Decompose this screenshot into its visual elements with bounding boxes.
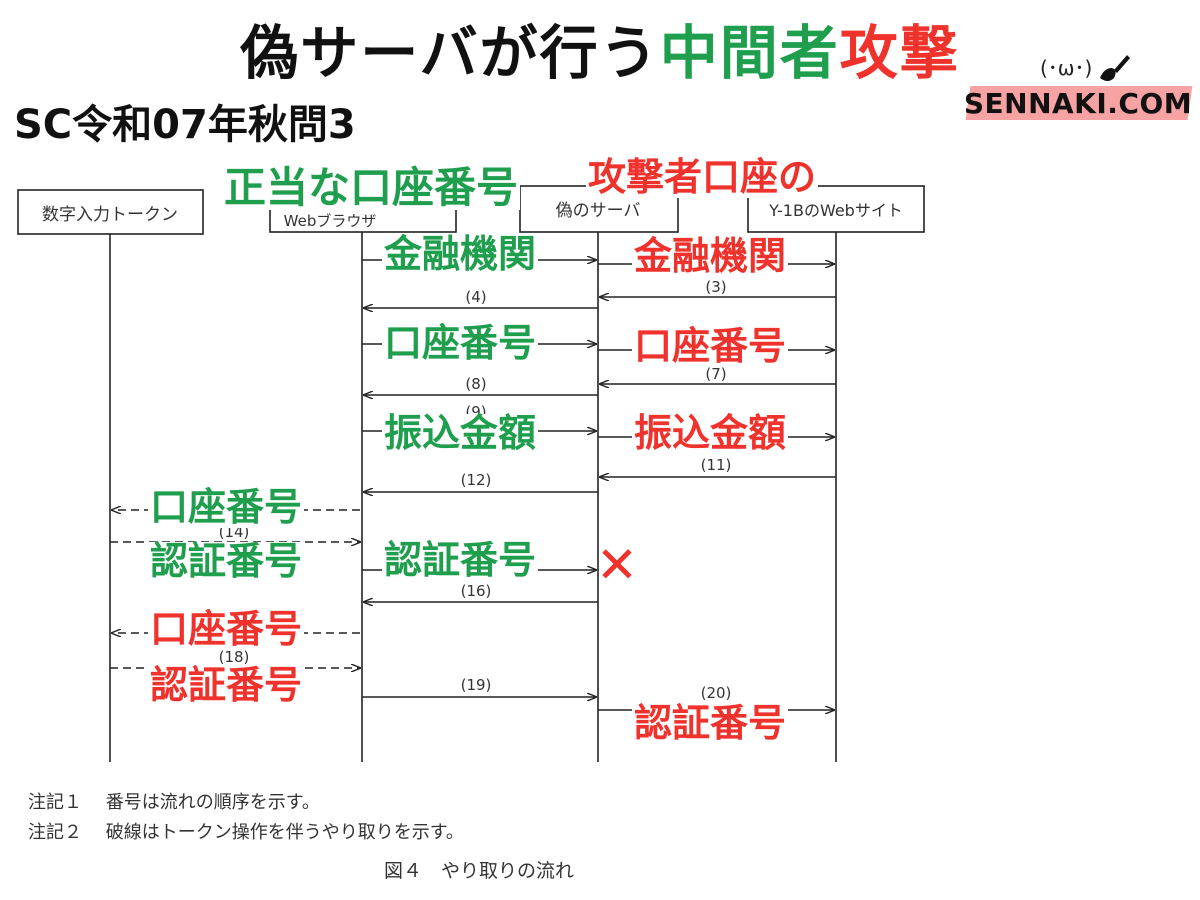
note-1-label: 注記１	[28, 792, 82, 813]
msg-label-12: (12)	[461, 471, 492, 489]
lane-label-y1b-site: Y-1BのWebサイト	[768, 201, 903, 220]
note-2-text: 破線はトークン操作を伴うやり取りを示す。	[105, 822, 464, 843]
overlay-server-auth-red: 認証番号	[632, 701, 789, 745]
lane-label-fake-server: 偽のサーバ	[556, 201, 641, 221]
msg-label-11: (11)	[701, 456, 732, 474]
title-part-attack: 攻撃	[839, 19, 960, 87]
page-title: 偽サーバが行う中間者攻撃	[0, 6, 1200, 90]
title-part-fake-server: 偽サーバが行う	[240, 19, 660, 87]
overlay-legit-account-number: 正当な口座番号	[222, 163, 521, 212]
overlay-token-account-green: 口座番号	[148, 485, 305, 529]
blocked-cross-icon: ✕	[596, 536, 638, 594]
note-2: 注記２ 破線はトークン操作を伴うやり取りを示す。	[28, 818, 464, 844]
msg-label-7: (7)	[705, 365, 726, 383]
msg-label-20: (20)	[701, 684, 732, 702]
overlay-bank-red: 金融機関	[632, 234, 789, 278]
overlay-amount-red: 振込金額	[632, 411, 789, 455]
lane-label-token: 数字入力トークン	[42, 205, 178, 225]
overlay-token-auth-red: 認証番号	[148, 663, 305, 707]
overlay-account-no-green: 口座番号	[382, 321, 539, 365]
logo-text: SENNAKI.COM	[963, 87, 1193, 120]
figure-caption: 図４ やり取りの流れ	[384, 860, 575, 882]
exam-label: SC令和07年秋問3	[14, 102, 356, 148]
msg-label-8: (8)	[465, 375, 486, 393]
site-logo[interactable]: SENNAKI.COM (･ω･)	[962, 50, 1194, 128]
logo-face-icon: (･ω･)	[1040, 56, 1093, 80]
msg-label-3: (3)	[705, 278, 726, 296]
paintbrush-icon	[1100, 51, 1132, 81]
overlay-attacker-account: 攻撃者口座の	[586, 155, 819, 199]
lane-label-browser: Webブラウザ	[284, 212, 377, 230]
overlay-account-no-red: 口座番号	[632, 324, 789, 368]
note-2-label: 注記２	[28, 822, 82, 843]
note-1-text: 番号は流れの順序を示す。	[105, 792, 320, 813]
msg-label-19: (19)	[461, 676, 492, 694]
msg-label-18: (18)	[219, 648, 250, 666]
lane-box-token	[17, 189, 204, 235]
overlay-amount-green: 振込金額	[382, 411, 539, 455]
msg-label-16: (16)	[461, 582, 492, 600]
note-1: 注記１ 番号は流れの順序を示す。	[28, 788, 320, 814]
title-part-mitm: 中間者	[659, 19, 840, 87]
overlay-token-account-red: 口座番号	[148, 607, 305, 651]
overlay-token-auth-green: 認証番号	[148, 539, 305, 583]
overlay-bank-green: 金融機関	[382, 232, 539, 276]
msg-label-4: (4)	[465, 288, 486, 306]
overlay-browser-auth-green: 認証番号	[382, 538, 539, 582]
